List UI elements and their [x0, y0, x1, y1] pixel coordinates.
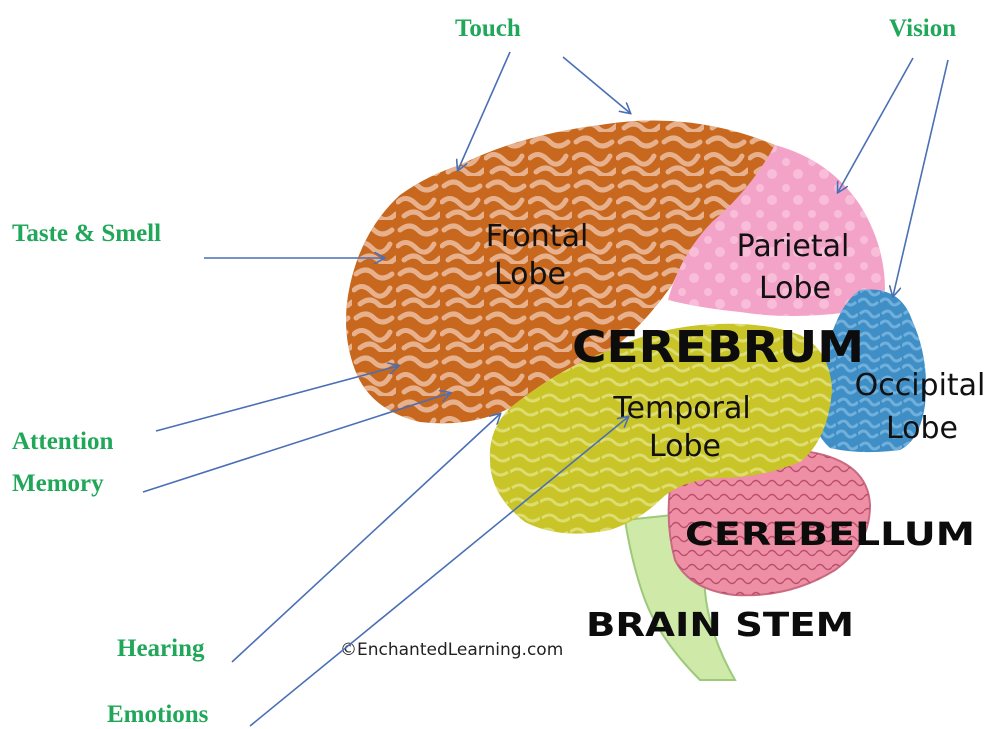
occipital-lobe-label-2: Lobe — [886, 411, 958, 446]
frontal-lobe-label-2: Lobe — [494, 257, 566, 292]
temporal-lobe-label-2: Lobe — [649, 429, 721, 464]
hearing-arrow — [232, 414, 500, 662]
vision-arrow-occipital — [893, 60, 948, 296]
touch-label: Touch — [455, 15, 521, 42]
temporal-lobe-label-1: Temporal — [612, 391, 750, 426]
vision-label: Vision — [889, 15, 956, 42]
occipital-lobe-label-1: Occipital — [855, 368, 986, 403]
attention-label: Attention — [12, 428, 113, 455]
emotions-label: Emotions — [107, 701, 209, 728]
hearing-label: Hearing — [117, 635, 205, 662]
emotions-arrow — [250, 417, 628, 726]
brain-stem-label: BRAIN STEM — [586, 605, 854, 644]
vision-arrow-parietal — [838, 58, 913, 192]
memory-label: Memory — [12, 470, 104, 497]
cerebellum-label: CEREBELLUM — [685, 515, 975, 553]
cerebrum-label: CEREBRUM — [572, 322, 864, 373]
taste-smell-label: Taste & Smell — [12, 220, 161, 247]
memory-arrow — [143, 393, 450, 492]
parietal-lobe-label-2: Lobe — [759, 271, 831, 306]
parietal-lobe-label-1: Parietal — [737, 229, 850, 264]
frontal-lobe-label-1: Frontal — [486, 219, 589, 254]
touch-arrow-right — [563, 57, 630, 113]
credit-text: ©EnchantedLearning.com — [340, 640, 563, 660]
